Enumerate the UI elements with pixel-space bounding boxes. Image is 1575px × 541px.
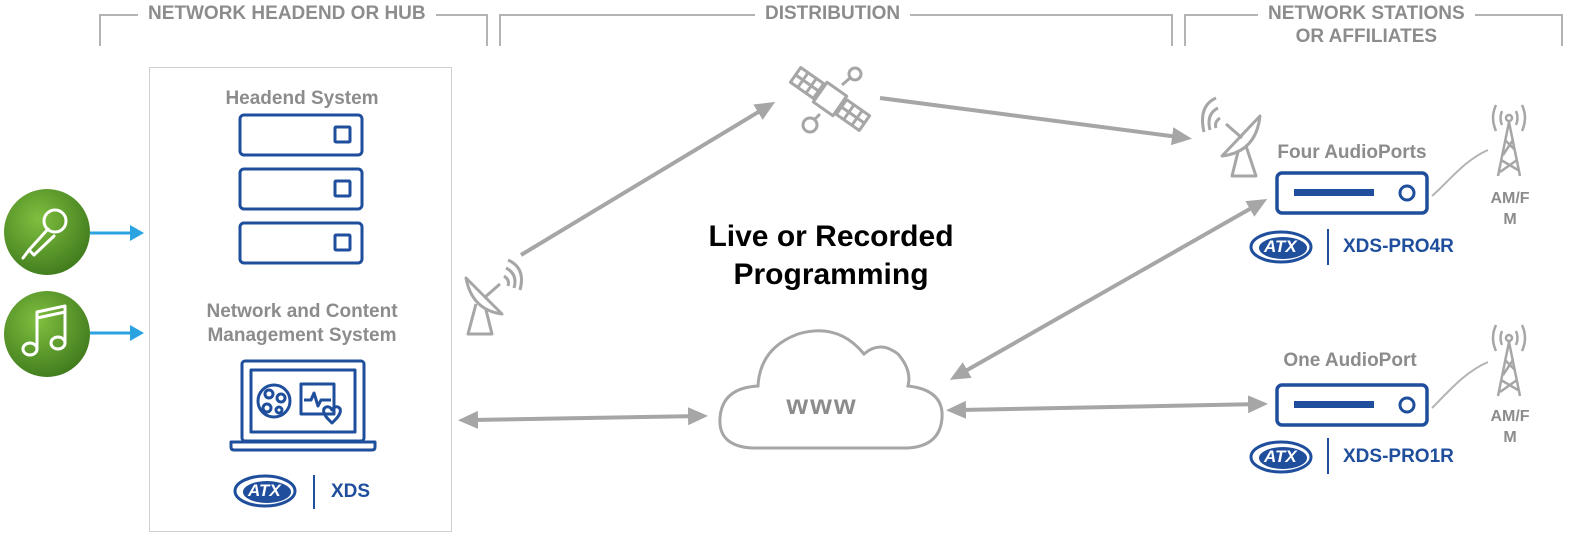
tower-label: AM/F M xyxy=(1486,188,1534,230)
atx-brand-text: ATX xyxy=(248,481,281,500)
brand-divider xyxy=(313,475,315,509)
brand-divider xyxy=(1327,229,1329,265)
tower-label: AM/F M xyxy=(1486,406,1534,448)
server-icon xyxy=(238,113,364,265)
atx-logo-icon xyxy=(1249,230,1313,264)
mgmt-line1: Network and Content xyxy=(206,301,398,322)
atx-brand-text: ATX xyxy=(1264,237,1297,256)
receiver-icon xyxy=(1275,171,1429,215)
atx-brand-text: ATX xyxy=(1264,447,1297,466)
tower-label-line2: M xyxy=(1503,211,1517,228)
station-label: Four AudioPorts xyxy=(1277,142,1427,163)
cloud-label: www xyxy=(786,389,858,420)
headend-panel xyxy=(149,67,452,532)
atx-logo-icon xyxy=(1249,440,1313,474)
mgmt-line2: Management System xyxy=(207,325,397,346)
receiver-icon xyxy=(1275,383,1429,427)
satellite-dish-icon xyxy=(464,258,523,336)
input-arrows xyxy=(90,225,144,341)
music-source xyxy=(3,290,91,378)
section-stations-line1: NETWORK STATIONS xyxy=(1268,3,1465,24)
microphone-source xyxy=(3,188,91,276)
radio-tower-icon xyxy=(1491,324,1527,397)
atx-logo-icon xyxy=(233,474,297,508)
section-distribution-label: DISTRIBUTION xyxy=(755,2,911,25)
section-headend-label: NETWORK HEADEND OR HUB xyxy=(138,2,436,25)
headend-system-label: Headend System xyxy=(225,88,379,109)
section-stations-label: NETWORK STATIONS OR AFFILIATES xyxy=(1258,2,1475,48)
programming-line2: Programming xyxy=(733,258,929,291)
programming-label: Live or Recorded Programming xyxy=(681,218,981,294)
tower-label-line2: M xyxy=(1503,429,1517,446)
programming-line1: Live or Recorded xyxy=(708,220,954,253)
tower-label-line1: AM/F xyxy=(1490,190,1530,207)
mgmt-system-label: Network and Content Management System xyxy=(149,300,455,348)
section-stations-line2: OR AFFILIATES xyxy=(1295,26,1438,47)
satellite-icon xyxy=(788,66,872,134)
product-label: XDS-PRO4R xyxy=(1343,236,1454,257)
cloud-icon xyxy=(718,329,944,450)
product-label: XDS-PRO1R xyxy=(1343,446,1454,467)
tower-label-line1: AM/F xyxy=(1490,408,1530,425)
xds-product-label: XDS xyxy=(331,481,371,502)
brand-divider xyxy=(1327,438,1329,474)
radio-tower-icon xyxy=(1491,104,1527,177)
music-note-icon xyxy=(4,291,90,377)
microphone-icon xyxy=(4,189,90,275)
laptop-icon xyxy=(229,359,377,452)
station-label: One AudioPort xyxy=(1283,350,1417,371)
satellite-dish-icon xyxy=(1201,96,1262,178)
